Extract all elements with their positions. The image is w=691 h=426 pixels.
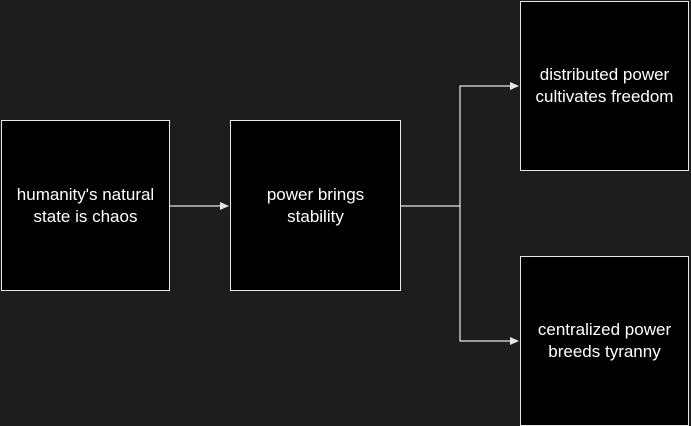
node-label-tyranny: centralized power breeds tyranny (537, 320, 672, 361)
edge-stability-to-tyranny (459, 206, 519, 345)
node-centralized-power-tyranny[interactable]: centralized power breeds tyranny (520, 256, 689, 426)
node-power-brings-stability[interactable]: power brings stability (230, 120, 401, 291)
node-label-chaos: humanity's natural state is chaos (16, 184, 155, 226)
node-distributed-power-freedom[interactable]: distributed power cultivates freedom (520, 1, 689, 171)
edge-stability-to-freedom (401, 82, 519, 207)
node-natural-state-chaos[interactable]: humanity's natural state is chaos (1, 120, 170, 291)
node-label-freedom: distributed power cultivates freedom (535, 65, 674, 106)
node-label-stability: power brings stability (266, 184, 365, 226)
